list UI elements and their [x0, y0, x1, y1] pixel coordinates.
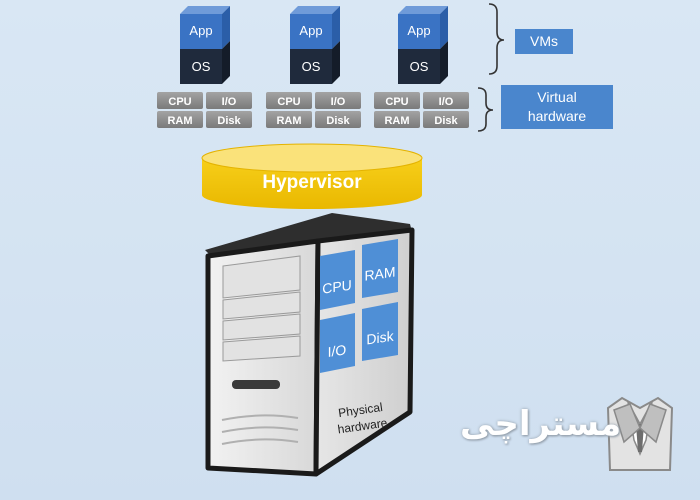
virtual-hardware-label-line1: Virtual: [537, 89, 576, 105]
virtual-hw-3: CPU I/O RAM Disk: [374, 92, 469, 128]
virtual-hardware-brace: [477, 87, 494, 132]
vm-1-app-block: App: [180, 6, 230, 49]
server-tower: CPU RAM I/O Disk Physical hardware: [205, 213, 415, 477]
vm-3-os-label: OS: [410, 59, 429, 74]
virtual-hardware-label-line2: hardware: [528, 108, 587, 124]
server-cpu-tile: CPU: [320, 250, 355, 310]
vm-3-app-label: App: [407, 23, 430, 38]
vm-2: App OS: [290, 6, 340, 84]
virtual-hardware-label-box: Virtual hardware: [501, 85, 613, 129]
vms-label: VMs: [530, 33, 558, 49]
virtual-hw-2: CPU I/O RAM Disk: [266, 92, 361, 128]
server-io-tile: I/O: [320, 313, 355, 373]
vm-2-os-block: OS: [290, 41, 340, 84]
virtual-hw-2-cpu: CPU: [277, 96, 300, 108]
vm-3-app-block: App: [398, 6, 448, 49]
virtual-hw-1-ram: RAM: [167, 115, 192, 127]
vm-1-app-label: App: [189, 23, 212, 38]
server-ram-label: RAM: [364, 263, 395, 283]
virtual-hw-1-io: I/O: [222, 96, 237, 108]
virtual-hw-3-cpu: CPU: [385, 96, 408, 108]
physical-hardware-label-line1: Physical: [337, 400, 383, 420]
vms-brace: [488, 3, 505, 75]
hypervisor-label: Hypervisor: [262, 172, 362, 193]
virtual-hw-3-io: I/O: [439, 96, 454, 108]
virtual-hw-1-disk: Disk: [217, 115, 241, 127]
server-disk-tile: Disk: [362, 302, 398, 361]
virtual-hw-2-ram: RAM: [276, 115, 301, 127]
vm-3-os-block: OS: [398, 41, 448, 84]
vm-1-os-label: OS: [192, 59, 211, 74]
virtual-hw-2-disk: Disk: [326, 115, 350, 127]
virtual-hw-3-ram: RAM: [384, 115, 409, 127]
virtual-hw-1: CPU I/O RAM Disk: [157, 92, 252, 128]
server-ram-tile: RAM: [362, 239, 398, 298]
server-vents: [221, 414, 299, 445]
vm-2-os-label: OS: [302, 59, 321, 74]
vm-2-app-block: App: [290, 6, 340, 49]
virtual-hw-1-cpu: CPU: [168, 96, 191, 108]
server-power-slot: [232, 380, 280, 389]
server-io-label: I/O: [328, 341, 347, 360]
vm-1-os-block: OS: [180, 41, 230, 84]
server-cpu-label: CPU: [322, 277, 352, 297]
virtual-hw-2-io: I/O: [331, 96, 346, 108]
vm-1: App OS: [180, 6, 230, 84]
suit-logo-icon: [606, 396, 674, 471]
brand-watermark: مستراچی: [460, 404, 622, 444]
virtual-hw-3-disk: Disk: [434, 115, 458, 127]
vm-3: App OS: [398, 6, 448, 84]
server-drive-bays: [222, 255, 301, 362]
hypervisor-cylinder: Hypervisor: [201, 143, 423, 209]
server-disk-label: Disk: [366, 328, 394, 348]
physical-hardware-label-line2: hardware: [337, 416, 389, 437]
vms-label-box: VMs: [515, 29, 573, 54]
vm-2-app-label: App: [299, 23, 322, 38]
